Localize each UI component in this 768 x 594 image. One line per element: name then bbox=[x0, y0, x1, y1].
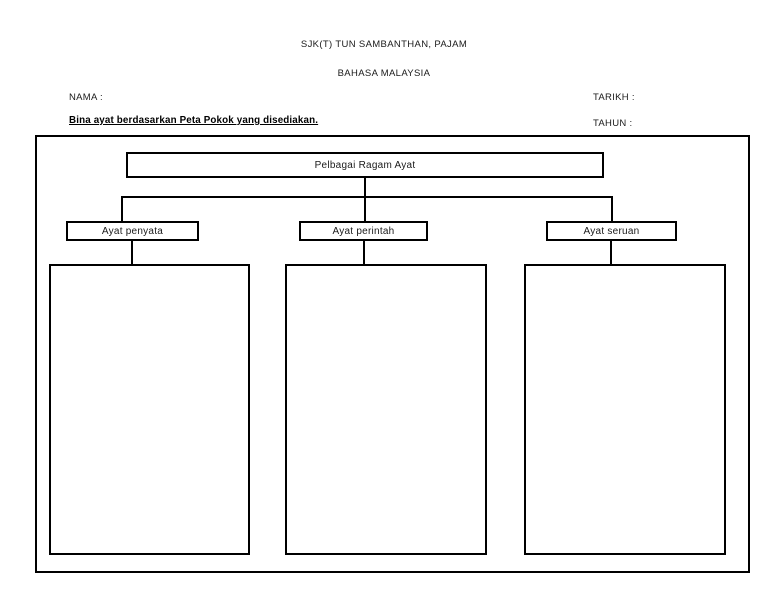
tree-root-label: Pelbagai Ragam Ayat bbox=[314, 159, 416, 171]
connector-stem-answer-3 bbox=[610, 241, 612, 264]
branch-label-3: Ayat seruan bbox=[583, 225, 640, 237]
connector-stem-answer-1 bbox=[131, 241, 133, 264]
tarikh-label: TARIKH : bbox=[593, 92, 635, 103]
subject-heading: BAHASA MALAYSIA bbox=[337, 68, 431, 79]
nama-label: NAMA : bbox=[69, 92, 104, 103]
connector-horizontal-bus bbox=[121, 196, 613, 198]
answer-area-2[interactable] bbox=[285, 264, 487, 555]
connector-drop-branch-3 bbox=[611, 196, 613, 221]
branch-label-1: Ayat penyata bbox=[101, 225, 164, 237]
answer-area-3[interactable] bbox=[524, 264, 726, 555]
instruction-text: Bina ayat berdasarkan Peta Pokok yang di… bbox=[69, 115, 319, 126]
branch-label-2: Ayat perintah bbox=[332, 225, 395, 237]
branch-label-box-2: Ayat perintah bbox=[299, 221, 428, 241]
connector-root-stem bbox=[364, 178, 366, 198]
connector-drop-branch-1 bbox=[121, 196, 123, 221]
school-name-heading: SJK(T) TUN SAMBANTHAN, PAJAM bbox=[300, 39, 468, 50]
connector-drop-branch-2 bbox=[364, 196, 366, 221]
branch-label-box-3: Ayat seruan bbox=[546, 221, 677, 241]
connector-stem-answer-2 bbox=[363, 241, 365, 264]
answer-area-1[interactable] bbox=[49, 264, 250, 555]
branch-label-box-1: Ayat penyata bbox=[66, 221, 199, 241]
tree-root-box: Pelbagai Ragam Ayat bbox=[126, 152, 604, 178]
tahun-label: TAHUN : bbox=[593, 118, 633, 129]
